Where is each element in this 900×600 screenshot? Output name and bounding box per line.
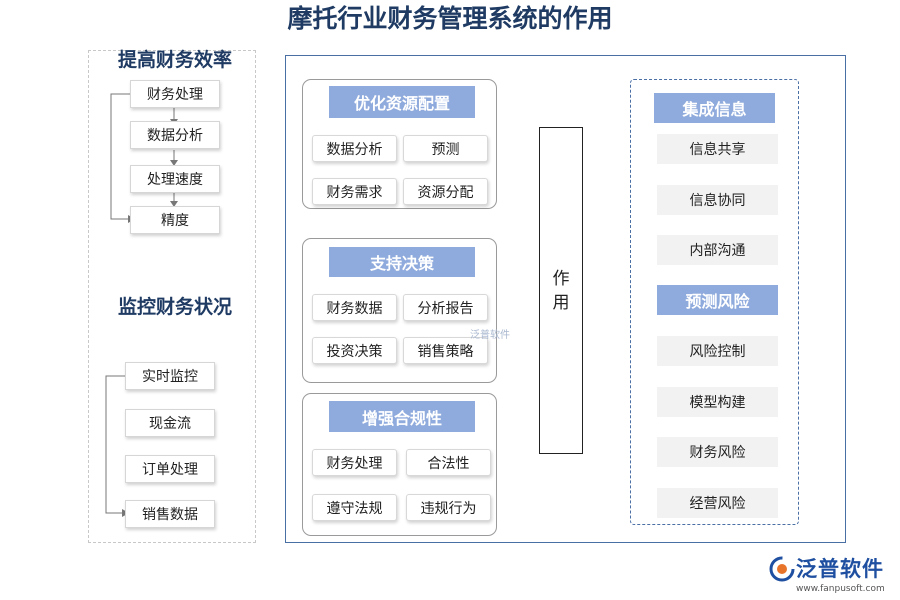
section-heading-efficiency: 提高财务效率 <box>117 49 232 71</box>
group-heading-enhance-compliance: 增强合规性 <box>329 401 475 432</box>
right-item-operational-risk: 经营风险 <box>657 488 778 518</box>
logo-url: www.fanpusoft.com <box>796 584 885 594</box>
group-heading-integrate-info: 集成信息 <box>654 93 775 123</box>
monitoring-item-realtime: 实时监控 <box>125 362 215 390</box>
group3-item-regulatory-compliance: 遵守法规 <box>312 494 397 521</box>
watermark: 泛普软件 <box>470 330 510 341</box>
left-panel <box>88 50 256 543</box>
group3-item-legality: 合法性 <box>406 449 491 476</box>
efficiency-item-financial-processing: 财务处理 <box>130 80 220 108</box>
efficiency-item-processing-speed: 处理速度 <box>130 165 220 193</box>
right-item-internal-communication: 内部沟通 <box>657 235 778 265</box>
group1-item-forecast: 预测 <box>403 135 488 162</box>
group2-item-analysis-report: 分析报告 <box>403 294 488 321</box>
right-item-financial-risk: 财务风险 <box>657 437 778 467</box>
group-heading-optimize-resources: 优化资源配置 <box>329 86 475 118</box>
group3-item-financial-processing: 财务处理 <box>312 449 397 476</box>
efficiency-item-data-analysis: 数据分析 <box>130 121 220 149</box>
group2-item-financial-data: 财务数据 <box>312 294 397 321</box>
right-item-model-building: 模型构建 <box>657 387 778 417</box>
page-title: 摩托行业财务管理系统的作用 <box>287 4 613 33</box>
group3-item-violations: 违规行为 <box>406 494 491 521</box>
main-panel <box>285 55 846 543</box>
group1-item-data-analysis: 数据分析 <box>312 135 397 162</box>
group2-item-investment-decision: 投资决策 <box>312 337 397 364</box>
logo-mark-icon <box>769 556 795 582</box>
right-item-info-sharing: 信息共享 <box>657 134 778 164</box>
logo-name: 泛普软件 <box>796 557 884 581</box>
right-panel <box>630 79 799 525</box>
center-role-char-1: 作 <box>552 268 570 289</box>
brand-logo: 泛普软件 www.fanpusoft.com <box>766 552 896 598</box>
right-item-info-collaboration: 信息协同 <box>657 185 778 215</box>
group1-item-financial-needs: 财务需求 <box>312 178 397 205</box>
group-heading-forecast-risk: 预测风险 <box>657 285 778 315</box>
group1-item-resource-allocation: 资源分配 <box>403 178 488 205</box>
section-heading-monitoring: 监控财务状况 <box>117 296 232 318</box>
monitoring-item-order-processing: 订单处理 <box>125 455 215 483</box>
center-role-box: 作 用 <box>539 127 583 454</box>
efficiency-item-precision: 精度 <box>130 206 220 234</box>
monitoring-item-sales-data: 销售数据 <box>125 500 215 528</box>
right-item-risk-control: 风险控制 <box>657 336 778 366</box>
group-heading-support-decisions: 支持决策 <box>329 247 475 277</box>
center-role-char-2: 用 <box>552 292 570 313</box>
monitoring-item-cash-flow: 现金流 <box>125 409 215 437</box>
group2-item-sales-strategy: 销售策略 <box>403 337 488 364</box>
